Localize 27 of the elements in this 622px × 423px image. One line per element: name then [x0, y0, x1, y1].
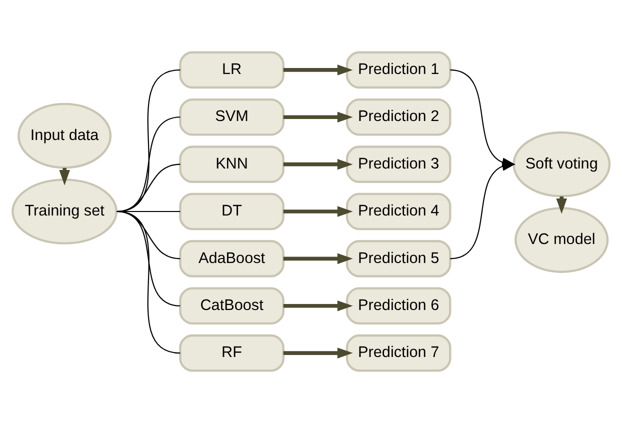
arrow	[283, 64, 353, 76]
node-ellipse: Input data	[18, 102, 112, 169]
arrow	[450, 162, 516, 260]
node-box: Prediction 5	[346, 240, 452, 278]
node-box: Prediction 7	[346, 334, 452, 372]
arrow	[283, 253, 353, 264]
node-box: DT	[179, 192, 284, 230]
node-box: Prediction 6	[346, 287, 452, 325]
node-box: CatBoost	[179, 287, 284, 325]
arrow	[283, 158, 353, 170]
node-box: Prediction 1	[346, 51, 452, 89]
node-box: Prediction 3	[346, 146, 452, 183]
node-box: AdaBoost	[179, 240, 284, 278]
node-ellipse: VC model	[514, 207, 609, 273]
connector	[116, 210, 180, 354]
node-ellipse: Soft voting	[512, 131, 611, 198]
node-box: RF	[179, 334, 284, 372]
node-box: LR	[179, 51, 284, 89]
node-box: KNN	[179, 146, 284, 183]
arrow	[283, 112, 353, 123]
node-box: SVM	[179, 98, 284, 136]
node-box: Prediction 2	[346, 98, 452, 136]
node-ellipse: Training set	[12, 178, 118, 244]
arrow	[283, 348, 353, 358]
node-box: Prediction 4	[346, 192, 452, 230]
arrow	[283, 206, 353, 217]
arrow	[283, 300, 353, 312]
